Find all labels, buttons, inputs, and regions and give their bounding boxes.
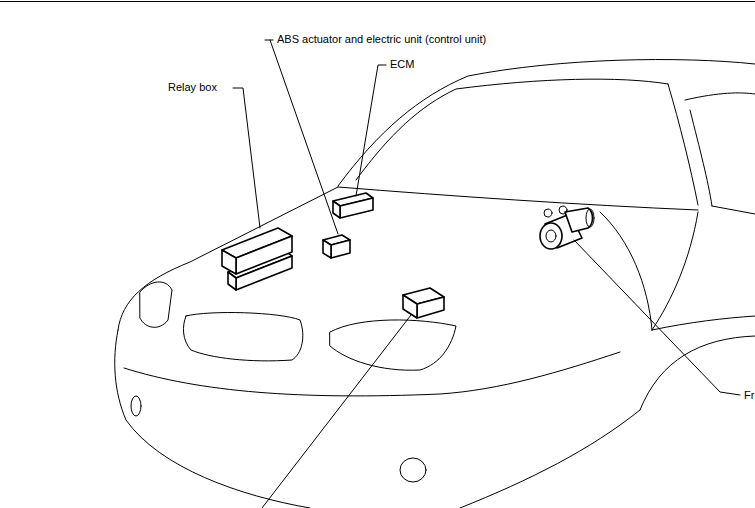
leader-line [233,88,260,228]
roof-line [338,60,755,186]
control-box [417,297,444,318]
sensor-part [546,230,556,242]
door-line [712,206,755,214]
relay-box [222,250,236,274]
side-window [685,93,755,100]
fog-light [400,458,426,482]
bumper-line [124,352,620,396]
a-pillar [668,84,698,205]
leader-line [356,65,386,196]
relay-box [228,272,236,290]
sensor-part [565,208,593,232]
fender-line [652,212,698,330]
hood-edge [118,187,338,330]
lower-body-line [460,410,640,508]
sensor-part [586,209,594,227]
leader-line [262,315,411,508]
control-box [403,295,417,318]
headlight [330,320,456,370]
top-rule [0,1,755,2]
bumper-outline [115,330,310,508]
part-label: ECM [389,58,415,71]
body-line [652,316,755,330]
part-label: ABS actuator and electric unit (control … [276,33,487,46]
leader-line [265,40,273,41]
sensor-part [559,206,567,214]
ecm-box [340,198,373,218]
part-label: Fr [743,389,755,402]
sensor-part [540,223,562,249]
part-label: Relay box [167,81,218,94]
headlight [140,282,172,327]
abs-unit [331,240,350,258]
leader-line [574,240,740,395]
abs-unit [323,240,331,258]
leader-line [270,40,338,234]
ecm-box [333,201,340,218]
relay-box [236,236,292,274]
cowl-line [338,187,698,210]
sensor-part [544,209,552,217]
grille [183,313,302,361]
side-window [690,110,712,206]
fender-line [600,212,652,330]
fog-light [131,396,141,416]
windshield-frame [356,79,668,180]
wheel-arch [640,336,755,410]
